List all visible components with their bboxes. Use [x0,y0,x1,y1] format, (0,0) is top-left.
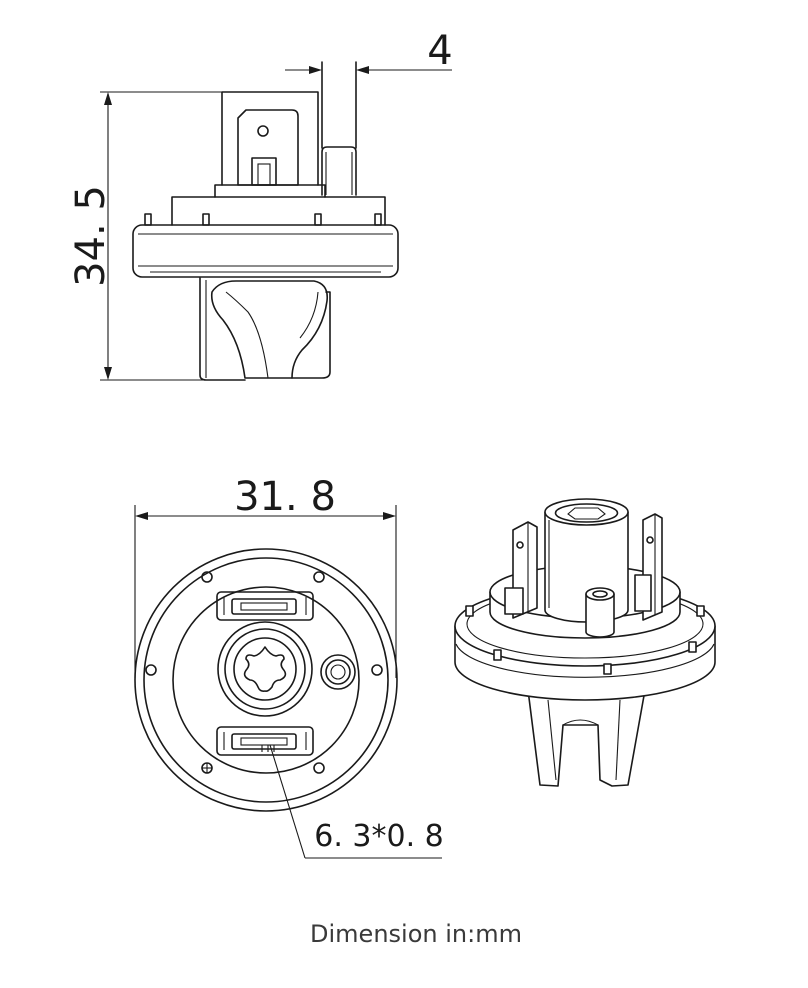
pin [374,213,382,226]
terminal-size-label: 6. 3*0. 8 [314,819,444,854]
pin [144,213,152,226]
bottom-view: 31. 8 [134,474,444,859]
dimension-flange-diameter: 31. 8 [134,474,397,678]
port-inner [330,664,346,680]
flange-diameter-label: 31. 8 [234,474,336,520]
terminal-size-callout: 6. 3*0. 8 [269,744,444,859]
tube-width-label: 4 [427,28,452,74]
iso-terminal-left [504,521,538,619]
terminal-housing [214,91,326,198]
key-twist-line [225,291,269,379]
iso-flange-groove [455,643,715,678]
arrow-up [104,92,112,105]
blade-hole [257,125,269,137]
iso-blade-clip [634,574,652,612]
terminal-slot-bottom [216,726,314,756]
iso-terminal-right [634,513,663,621]
star-socket [243,646,287,692]
key-twist-line [299,291,319,339]
blade-slot-inner [257,163,271,186]
housing-step [214,184,326,198]
arrow-down [104,367,112,380]
tube-port [320,654,356,690]
iso-blade-hole [516,541,524,549]
mounting-holes [145,571,383,774]
iso-tube-hole [592,590,608,598]
leader-line [269,744,306,859]
overall-height-label: 34. 5 [68,185,114,287]
socket-ring-outer [217,621,313,717]
iso-tube-body [585,593,615,638]
slot-outer [216,726,314,756]
iso-pins [465,605,705,675]
iso-pin [465,605,474,617]
iso-small-tube [585,587,615,638]
port-outer [320,654,356,690]
base-circle [172,586,360,774]
center-socket [217,621,313,717]
iso-blade-clip [504,587,524,615]
iso-key-line [547,699,557,781]
iso-key-line [615,699,621,781]
housing-outline [221,91,319,186]
arrow-left [356,66,369,74]
hole [371,664,383,676]
iso-pin [493,649,502,661]
flange-inner-circle [143,557,389,803]
iso-pin [603,663,612,675]
slot-inner [231,598,297,615]
iso-pin [688,641,697,653]
hole [145,664,157,676]
iso-key-line [562,719,599,726]
iso-blade-hole [646,536,654,544]
iso-star-socket [567,507,606,520]
iso-cylinder-top [544,498,629,526]
iso-pin [696,605,705,617]
iso-tube-top [585,587,615,601]
iso-cylinder-bore [554,503,619,523]
base-body [144,196,386,226]
flange-outer-circle [134,548,398,812]
flange-outline [132,224,399,278]
hole [313,762,325,774]
slot-blade [240,602,288,611]
slot-blade [240,737,288,746]
iso-key [527,689,646,787]
key-right-strip [291,291,331,379]
slot-inner [231,733,297,750]
arrow-right [309,66,322,74]
hole [313,571,325,583]
blade-slot-outer [251,157,277,186]
iso-lower-body [527,689,646,787]
socket-ring [224,628,306,710]
dimension-overall-height: 34. 5 [68,91,222,381]
terminal-slot-top [216,591,314,621]
pin [314,213,322,226]
pin [202,213,210,226]
tube-base [321,146,357,196]
lower-key-body [199,277,331,381]
base-outline [171,196,386,226]
arrow-right [383,512,396,520]
key-twist [210,280,329,379]
flange-side [132,224,399,278]
isometric-view [454,498,716,787]
slot-outer [216,591,314,621]
arrow-left [135,512,148,520]
units-caption: Dimension in:mm [310,920,522,948]
key-left-strip [199,277,246,381]
socket-ring-inner [233,637,297,701]
terminal-blade [237,109,299,186]
side-view: 4 34. 5 [68,28,453,381]
lamp-tube [321,61,357,196]
hole [201,571,213,583]
port-mid [325,659,351,685]
dimension-tube-width: 4 [285,28,453,74]
